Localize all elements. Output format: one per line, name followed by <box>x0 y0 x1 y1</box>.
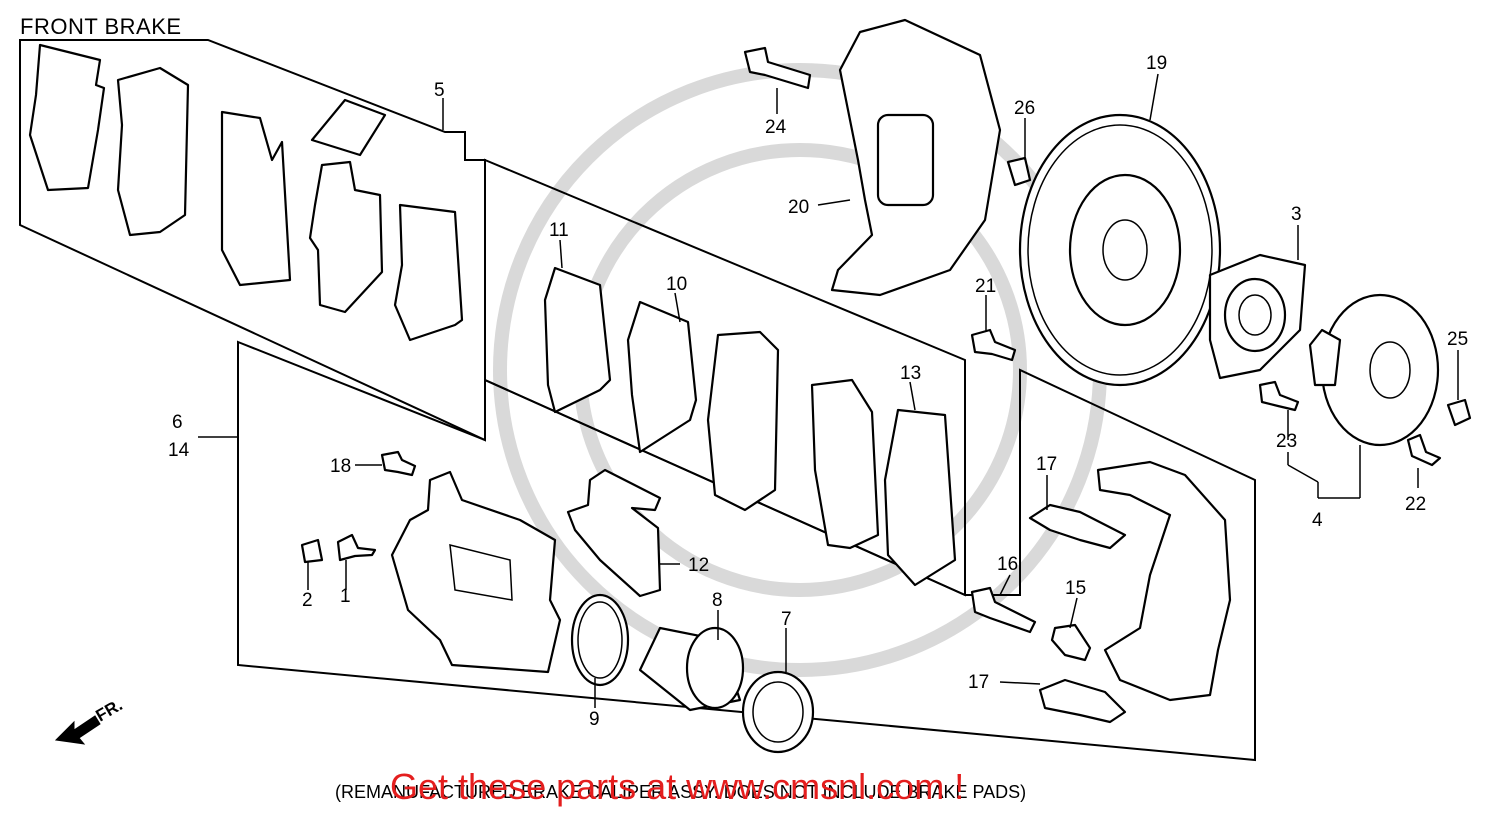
pad-set-1 <box>28 43 464 342</box>
callout-26: 26 <box>1014 98 1035 119</box>
callout-9: 9 <box>589 709 600 730</box>
callout-14: 14 <box>168 440 190 461</box>
pad-b <box>220 110 292 287</box>
brake-disc <box>1018 113 1222 387</box>
cap-2 <box>300 538 324 564</box>
anti-rattle-spring <box>566 468 662 598</box>
caliper-bracket <box>1096 460 1232 702</box>
callout-8: 8 <box>712 590 723 611</box>
bolt-23 <box>1258 380 1300 412</box>
piston-seal <box>570 593 630 687</box>
boot-15 <box>1050 623 1092 662</box>
front-arrow-icon <box>54 715 101 745</box>
bolt-18 <box>380 450 417 477</box>
callout-22: 22 <box>1405 494 1426 515</box>
callout-19: 19 <box>1146 53 1167 74</box>
hardware <box>300 46 1472 662</box>
shim-10 <box>626 300 698 454</box>
bolt-24 <box>743 46 812 90</box>
callout-23: 23 <box>1276 431 1297 452</box>
pad-wear-clip <box>310 98 387 157</box>
piston-and-seals <box>570 593 815 754</box>
promo-link[interactable]: Get these parts at www.cmsnl.com ! <box>390 766 965 807</box>
shim-11 <box>543 266 612 414</box>
bolt-22 <box>1406 433 1442 467</box>
bleeder-1 <box>336 533 377 562</box>
bolt-21 <box>970 328 1017 362</box>
pin-16 <box>970 586 1037 634</box>
pad-c <box>706 330 780 512</box>
hub-bearing <box>1208 253 1307 380</box>
callout-12: 12 <box>688 555 709 576</box>
diagram-title: FRONT BRAKE <box>20 14 182 39</box>
callout-17-lower: 17 <box>968 672 989 693</box>
callout-13: 13 <box>900 363 921 384</box>
callout-20: 20 <box>788 197 809 218</box>
callout-4: 4 <box>1312 510 1323 531</box>
callout-5: 5 <box>434 80 445 101</box>
callouts: 5 6 14 11 10 13 12 8 7 9 18 2 1 24 20 26… <box>168 53 1468 730</box>
callout-2: 2 <box>302 590 313 611</box>
shim-a <box>28 43 106 192</box>
callout-16: 16 <box>997 554 1018 575</box>
caliper-footnote: (REMANUFACTURED BRAKE CALIPER ASSY. DOES… <box>335 782 1027 802</box>
callout-17-upper: 17 <box>1036 454 1057 475</box>
screw-26 <box>1006 156 1032 187</box>
callout-15: 15 <box>1065 578 1086 599</box>
callout-21: 21 <box>975 276 996 297</box>
shim-13 <box>883 408 957 587</box>
pad-set-2 <box>543 266 957 587</box>
leader-lines <box>198 73 1459 708</box>
pad-d <box>810 378 880 550</box>
pad-retainer-lower <box>1038 678 1127 724</box>
shim-b <box>308 160 384 314</box>
callout-24: 24 <box>765 117 787 138</box>
callout-6: 6 <box>172 412 183 433</box>
wheel-hub <box>1308 293 1440 447</box>
pad-a <box>116 66 190 237</box>
callout-10: 10 <box>666 274 687 295</box>
callout-3: 3 <box>1291 204 1302 225</box>
callout-25: 25 <box>1447 329 1468 350</box>
pad-retainer-upper <box>1028 503 1127 550</box>
piston-boot <box>741 670 815 754</box>
front-direction-indicator: FR. <box>54 695 126 745</box>
pad-set-1-outline <box>19 39 486 442</box>
callout-11: 11 <box>549 220 569 241</box>
caliper-body <box>390 470 562 674</box>
nut-25 <box>1446 398 1472 427</box>
shim-c <box>393 203 464 342</box>
callout-1: 1 <box>340 586 351 607</box>
callout-18: 18 <box>330 456 351 477</box>
callout-7: 7 <box>781 609 792 630</box>
shield-window <box>876 113 935 207</box>
